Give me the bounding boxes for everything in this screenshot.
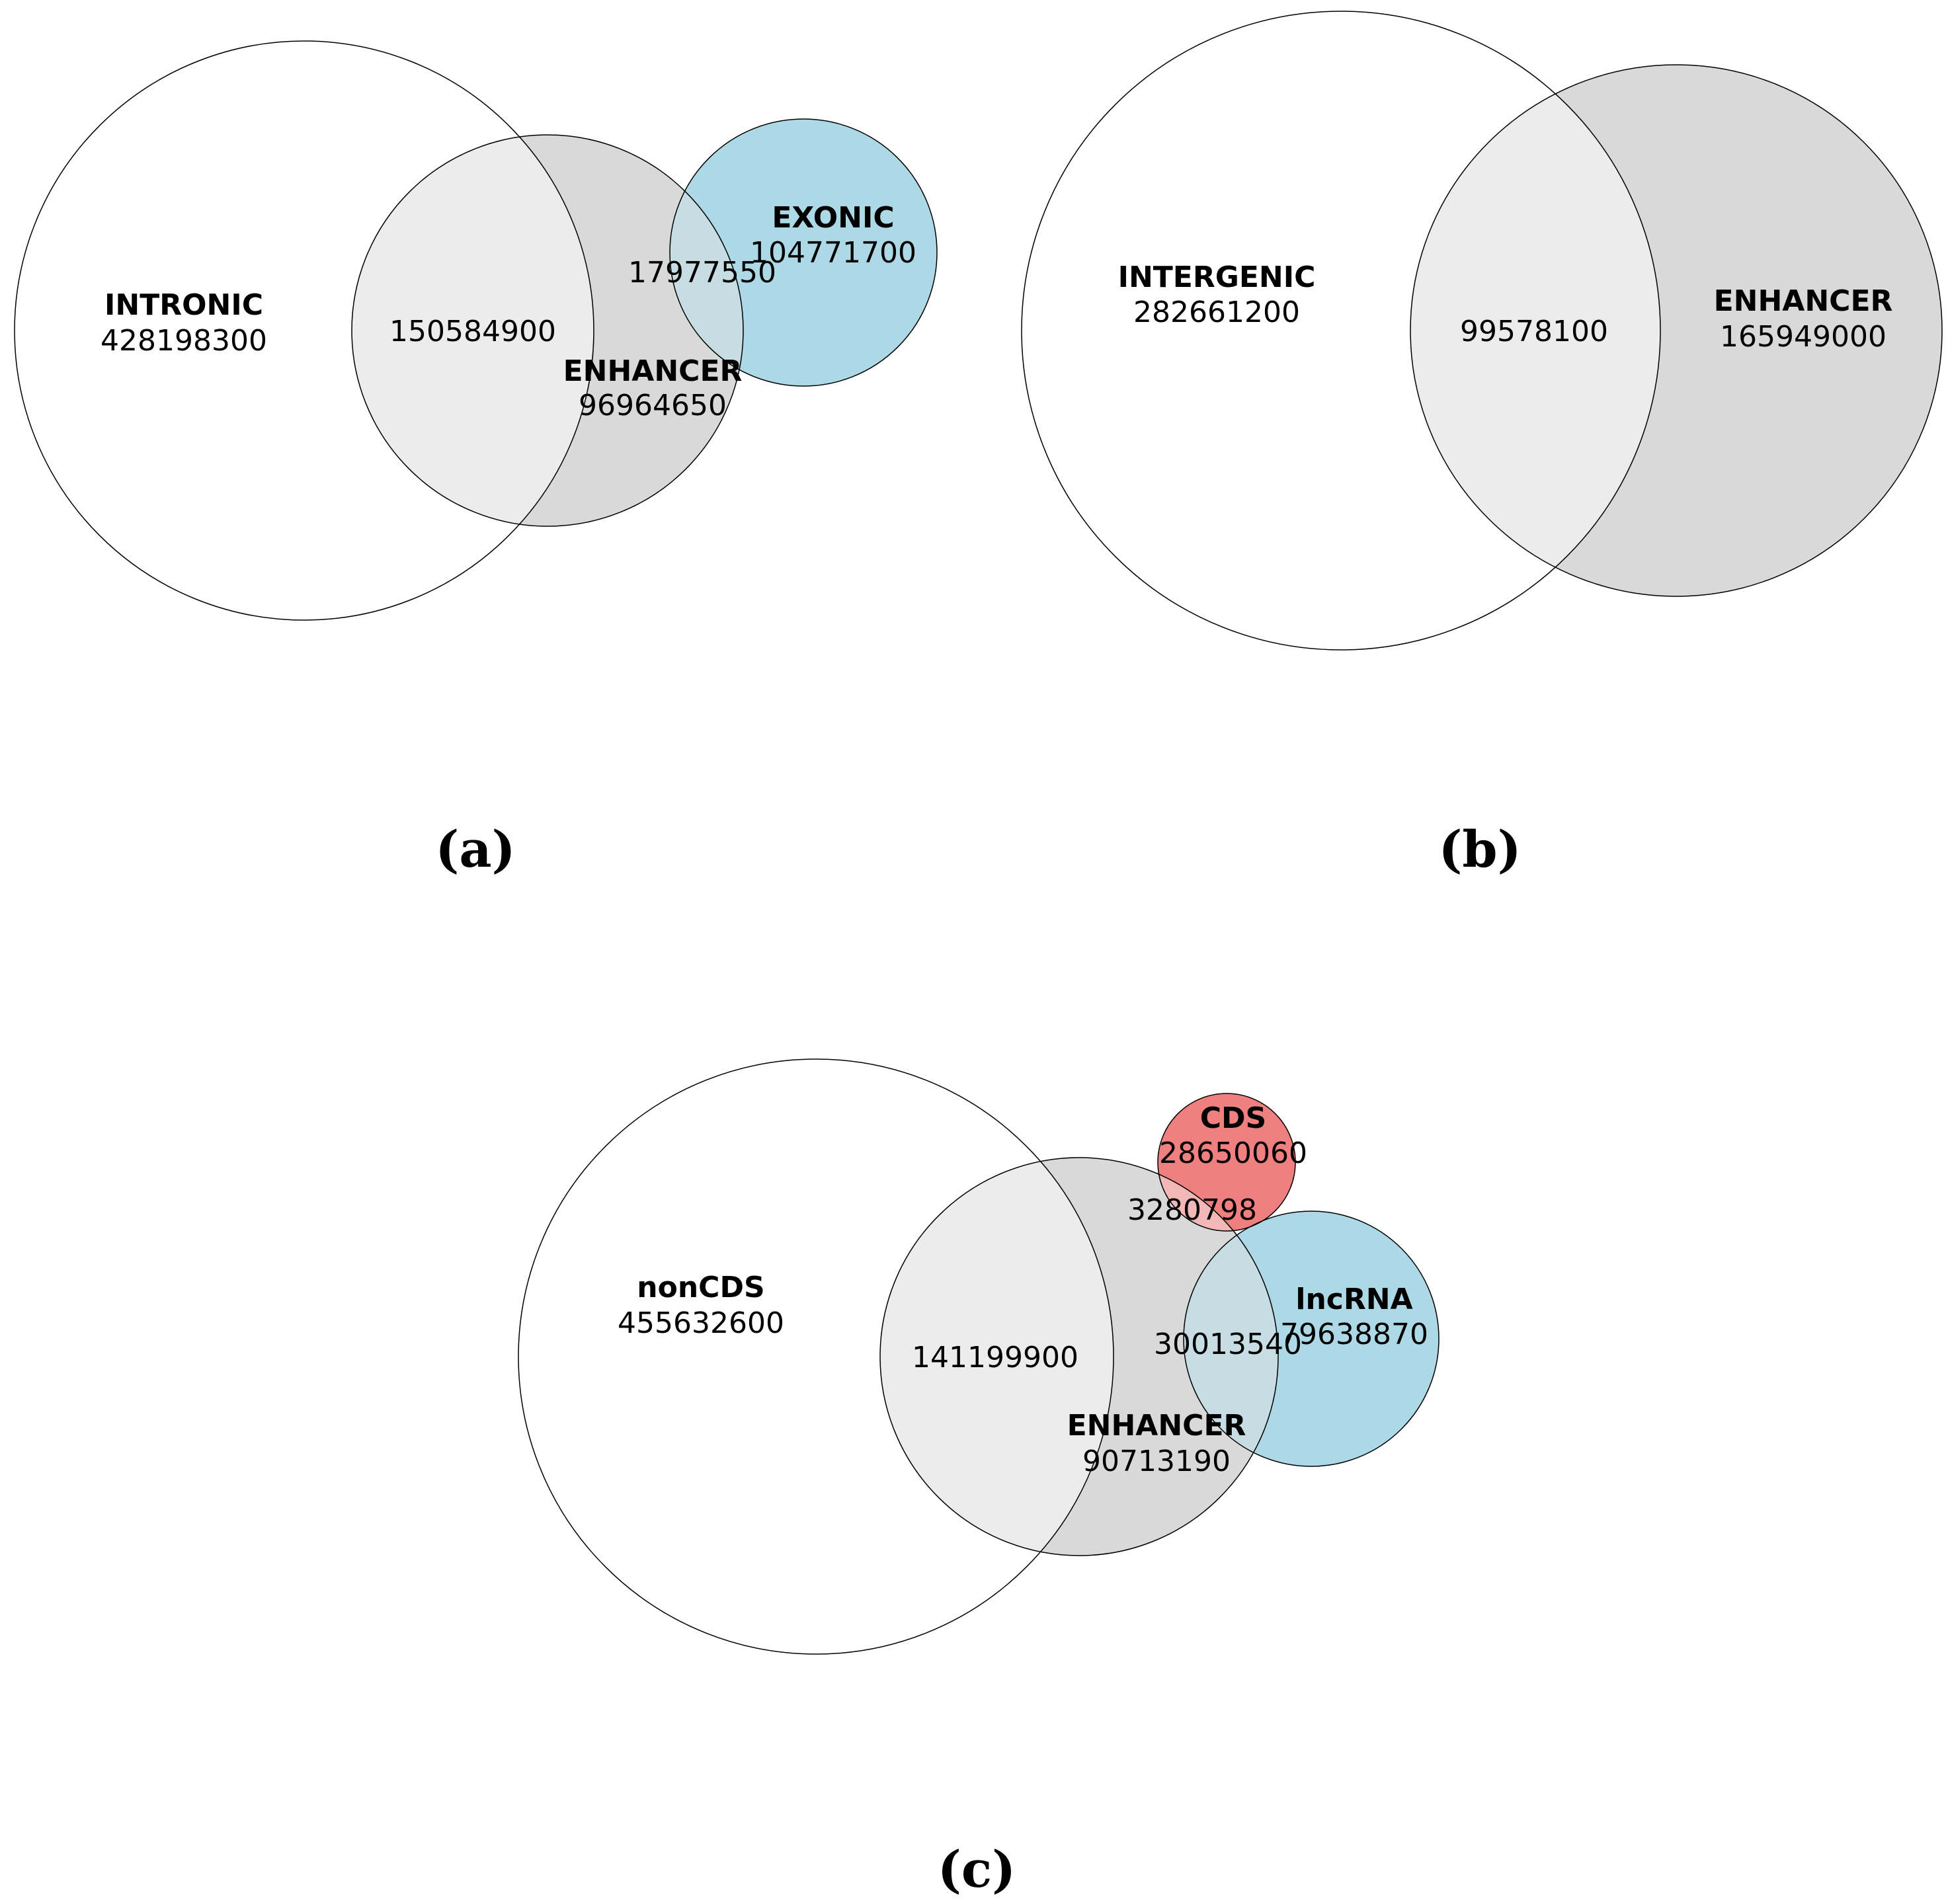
label-noncds-value: 455632600 <box>618 1306 784 1340</box>
label-enhancer-a-value: 96964650 <box>579 389 727 422</box>
label-cds-value: 28650060 <box>1159 1136 1307 1170</box>
label-lncrna-value: 79638870 <box>1280 1318 1428 1351</box>
outline-exonic <box>669 118 938 387</box>
label-exonic-value: 104771700 <box>750 236 916 270</box>
region-noncds-enhancer <box>880 1158 1114 1556</box>
region-intronic-enhancer <box>352 135 594 526</box>
label-enhancer-c-value: 90713190 <box>1082 1445 1231 1478</box>
label-enhancer-b-value: 165949000 <box>1720 320 1887 354</box>
label-enhancer-cds-overlap: 3280798 <box>1127 1193 1257 1227</box>
label-noncds-name: nonCDS <box>637 1271 764 1304</box>
label-intergenic-enhancer-overlap: 99578100 <box>1460 315 1608 348</box>
outline-enhancer-a <box>351 134 744 527</box>
label-enhancer-a-name: ENHANCER <box>563 354 743 388</box>
panel-label-b: (b) <box>1438 820 1521 879</box>
panel-c: nonCDS 455632600 141199900 CDS 28650060 … <box>518 1058 1440 1899</box>
outline-intronic <box>14 40 594 621</box>
label-intronic-value: 428198300 <box>101 324 267 358</box>
region-intergenic-enhancer <box>1410 65 1660 596</box>
label-intergenic-name: INTERGENIC <box>1118 260 1316 294</box>
panel-label-c: (c) <box>938 1840 1016 1899</box>
label-intergenic-value: 282661200 <box>1133 296 1300 329</box>
label-intronic-name: INTRONIC <box>104 288 263 322</box>
label-enhancer-b-name: ENHANCER <box>1714 284 1893 318</box>
label-lncrna-name: lncRNA <box>1295 1283 1412 1316</box>
outline-noncds <box>518 1058 1114 1655</box>
region-enhancer-lncrna <box>1184 1211 1278 1466</box>
outline-lncrna <box>1183 1210 1440 1467</box>
outline-enhancer-b <box>1410 64 1943 597</box>
outline-enhancer-c <box>879 1157 1279 1556</box>
label-enhancer-c-name: ENHANCER <box>1067 1409 1246 1443</box>
label-intronic-enhancer-overlap: 150584900 <box>389 315 556 348</box>
outline-intergenic <box>1021 11 1661 651</box>
outline-cds <box>1157 1093 1296 1232</box>
label-enhancer-lncrna-overlap: 30013540 <box>1154 1328 1302 1361</box>
panel-a: INTRONIC 428198300 150584900 17977550 EN… <box>14 40 938 879</box>
label-enhancer-exonic-overlap: 17977550 <box>628 256 776 290</box>
label-exonic-name: EXONIC <box>772 201 894 235</box>
panel-label-a: (a) <box>435 820 515 879</box>
label-noncds-enhancer-overlap: 141199900 <box>912 1341 1078 1374</box>
label-cds-name: CDS <box>1200 1101 1267 1135</box>
panel-b: INTERGENIC 282661200 99578100 ENHANCER 1… <box>1021 11 1943 879</box>
